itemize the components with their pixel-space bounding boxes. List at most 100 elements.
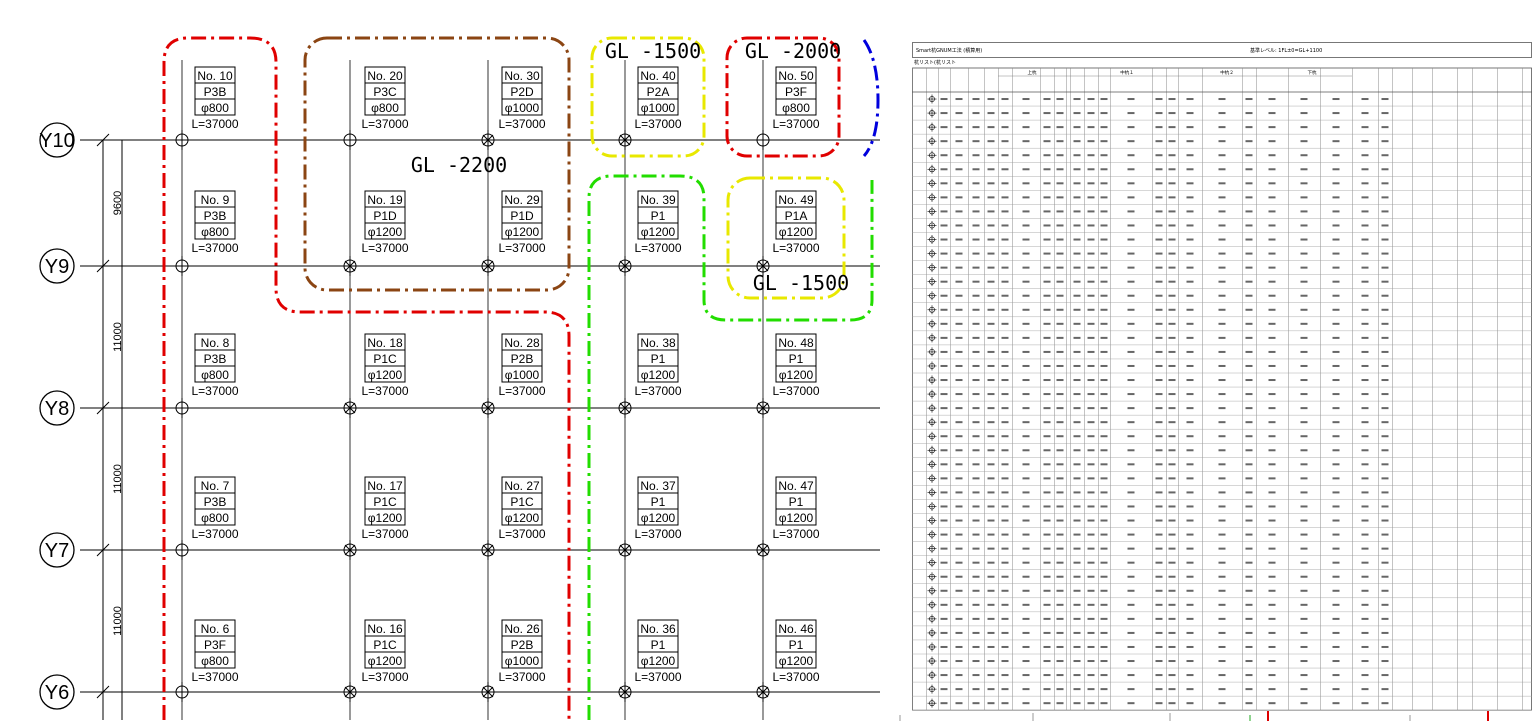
- table-cell-mark: [1001, 505, 1009, 508]
- table-cell-mark: [1245, 336, 1253, 339]
- table-cell-mark: [1155, 182, 1163, 185]
- table-cell-mark: [1127, 617, 1135, 620]
- pile-length: L=37000: [772, 384, 819, 398]
- table-cell-mark: [987, 364, 995, 367]
- table-cell-mark: [987, 280, 995, 283]
- table-cell-mark: [1245, 421, 1253, 424]
- table-cell-mark: [1218, 336, 1226, 339]
- table-cell-mark: [1073, 491, 1081, 494]
- pile-tag-frame: [364, 66, 406, 116]
- table-cell-mark: [1001, 182, 1009, 185]
- table-cell-mark: [1168, 674, 1176, 677]
- table-cell-mark: [1073, 645, 1081, 648]
- pile-number: No. 20: [367, 69, 403, 83]
- pile-type: P1: [789, 352, 804, 366]
- table-cell-mark: [1268, 519, 1276, 522]
- table-cell-mark: [1022, 350, 1030, 353]
- table-cell-mark: [1087, 491, 1095, 494]
- table-cell-mark: [940, 364, 948, 367]
- table-cell-mark: [1056, 336, 1064, 339]
- table-cell-mark: [1127, 379, 1135, 382]
- table-cell-mark: [1043, 505, 1051, 508]
- table-cell-mark: [1186, 561, 1194, 564]
- table-cell-mark: [1332, 196, 1340, 199]
- table-cell-mark: [1022, 477, 1030, 480]
- table-cell-mark: [1087, 364, 1095, 367]
- table-cell-mark: [1100, 688, 1108, 691]
- table-cell-mark: [987, 547, 995, 550]
- pile-length: L=37000: [772, 241, 819, 255]
- table-cell-mark: [1186, 336, 1194, 339]
- table-cell-mark: [1001, 435, 1009, 438]
- table-cell-mark: [1268, 294, 1276, 297]
- table-cell-mark: [972, 266, 980, 269]
- table-cell-mark: [1186, 575, 1194, 578]
- table-cell-mark: [1332, 364, 1340, 367]
- pile-length: L=37000: [361, 384, 408, 398]
- table-cell-mark: [1245, 379, 1253, 382]
- table-cell-mark: [972, 631, 980, 634]
- table-cell-mark: [987, 252, 995, 255]
- table-cell-mark: [1361, 702, 1369, 705]
- table-cell-mark: [1073, 463, 1081, 466]
- table-cell-mark: [1300, 547, 1308, 550]
- table-cell-mark: [1073, 547, 1081, 550]
- pile-number: No. 40: [640, 69, 676, 83]
- table-cell-mark: [1155, 421, 1163, 424]
- table-cell-mark: [987, 336, 995, 339]
- table-cell-mark: [1268, 322, 1276, 325]
- table-cell-mark: [1056, 252, 1064, 255]
- table-cell-mark: [1268, 140, 1276, 143]
- table-cell-mark: [955, 182, 963, 185]
- table-cell-mark: [1361, 364, 1369, 367]
- table-cell-mark: [1100, 561, 1108, 564]
- table-cell-mark: [1087, 519, 1095, 522]
- table-cell-mark: [1056, 561, 1064, 564]
- axis-bubble: [39, 248, 75, 284]
- table-cell-mark: [1073, 575, 1081, 578]
- table-cell-mark: [940, 421, 948, 424]
- table-cell-mark: [1073, 393, 1081, 396]
- table-cell-mark: [1001, 112, 1009, 115]
- table-cell-mark: [987, 477, 995, 480]
- table-cell-mark: [1127, 589, 1135, 592]
- table-cell-mark: [1245, 98, 1253, 101]
- table-cell-mark: [1056, 463, 1064, 466]
- table-cell-mark: [972, 308, 980, 311]
- table-cell-mark: [1022, 294, 1030, 297]
- table-cell-mark: [1361, 126, 1369, 129]
- table-cell-mark: [987, 702, 995, 705]
- table-cell-mark: [940, 252, 948, 255]
- table-cell-mark: [1087, 182, 1095, 185]
- table-cell-mark: [1186, 547, 1194, 550]
- table-cell-mark: [1155, 674, 1163, 677]
- table-cell-mark: [987, 660, 995, 663]
- dimension-tick: [96, 543, 110, 557]
- table-cell-mark: [1043, 154, 1051, 157]
- pile-length: L=37000: [498, 117, 545, 131]
- pile-type: P1D: [510, 209, 534, 223]
- pile-tag-frame: [194, 333, 236, 383]
- table-cell-mark: [1186, 224, 1194, 227]
- pile-length: L=37000: [772, 670, 819, 684]
- blue-boundary: [862, 39, 880, 157]
- table-cell-mark: [1022, 266, 1030, 269]
- table-cell-mark: [1381, 702, 1389, 705]
- dimension-value: 9600: [112, 191, 124, 215]
- table-cell-mark: [1056, 154, 1064, 157]
- table-cell-mark: [972, 449, 980, 452]
- table-cell-mark: [1001, 140, 1009, 143]
- pile-diameter: φ800: [201, 511, 229, 525]
- pile-number: No. 28: [504, 336, 540, 350]
- table-cell-mark: [1361, 168, 1369, 171]
- table-cell-mark: [987, 491, 995, 494]
- pile-number: No. 10: [197, 69, 233, 83]
- pile-marker: [478, 256, 498, 276]
